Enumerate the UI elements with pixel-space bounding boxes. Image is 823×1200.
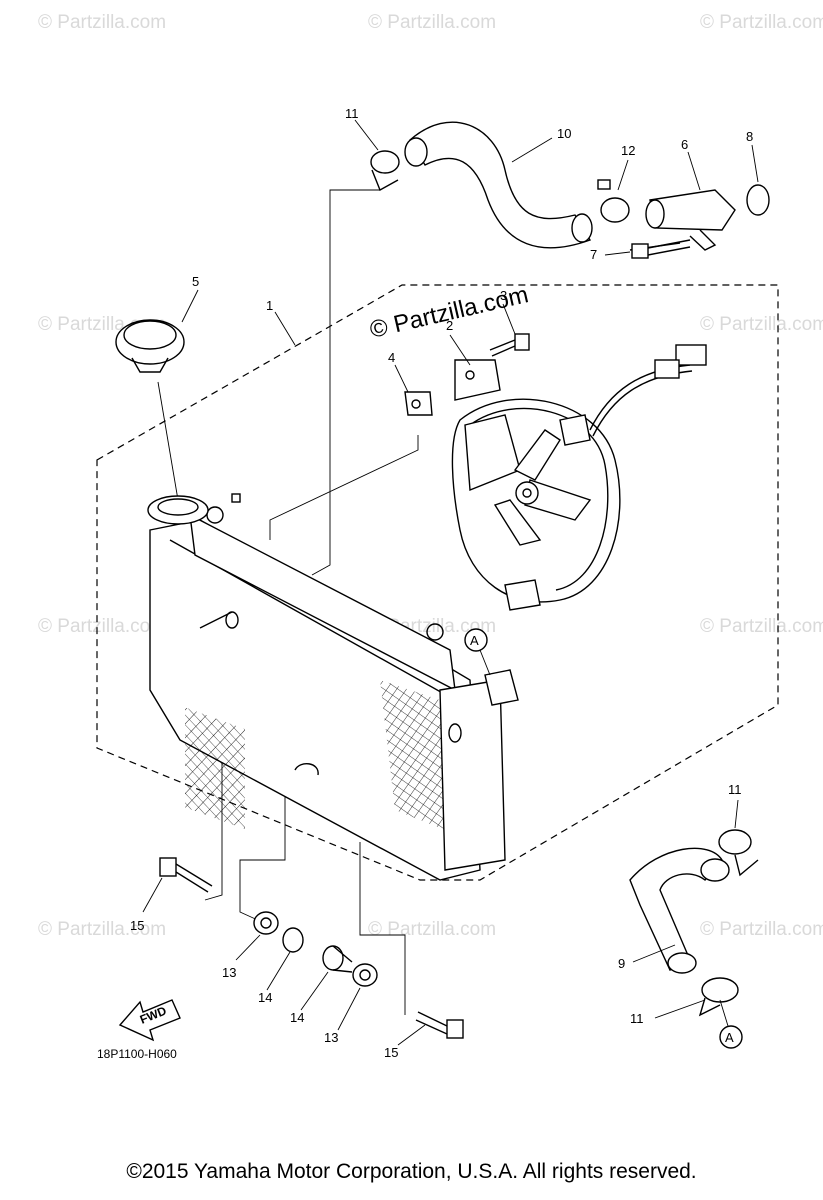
callout-12: 12 <box>621 143 635 158</box>
callout-4: 4 <box>388 350 395 365</box>
callout-13: 13 <box>324 1030 338 1045</box>
reference-marker-bottom <box>719 1025 743 1049</box>
callout-7: 7 <box>590 247 597 262</box>
callout-11: 11 <box>630 1011 644 1026</box>
watermark: © Partzilla.com <box>700 12 823 33</box>
watermark: © Partzilla.com <box>700 919 823 940</box>
watermark: © Partzilla.com <box>38 919 166 940</box>
watermark: © Partzilla.com <box>38 12 166 33</box>
callout-15: 15 <box>384 1045 398 1060</box>
callout-13: 13 <box>222 965 236 980</box>
upper-hose <box>404 121 593 249</box>
connector-lines <box>157 189 419 1015</box>
callout-10: 10 <box>557 126 571 141</box>
callout-5: 5 <box>192 274 199 289</box>
hose-clamp-lower <box>698 829 759 1017</box>
callout-14: 14 <box>290 1010 304 1025</box>
radiator-cap <box>115 319 185 373</box>
callout-labels: 11 10 12 6 8 7 5 1 2 3 4 11 9 11 15 13 1… <box>130 106 753 1060</box>
callout-8: 8 <box>746 129 753 144</box>
callout-6: 6 <box>681 137 688 152</box>
watermark: © Partzilla.com <box>368 12 496 33</box>
callout-3: 3 <box>500 288 507 303</box>
copyright-notice: ©2015 Yamaha Motor Corporation, U.S.A. A… <box>126 1160 697 1183</box>
fan-motor <box>451 344 707 611</box>
reference-markers: A A <box>464 628 743 1049</box>
fitting-assembly <box>597 179 770 259</box>
callout-11: 11 <box>345 106 359 121</box>
lower-hose <box>629 847 730 974</box>
fwd-arrow: FWD <box>118 999 181 1042</box>
callout-1: 1 <box>266 298 273 313</box>
reference-marker-label: A <box>470 633 479 648</box>
radiator-core <box>147 493 519 881</box>
hose-clamp-upper <box>370 150 400 191</box>
fan-bolts <box>404 333 530 416</box>
callout-leaders <box>142 119 759 1046</box>
reference-marker-label: A <box>725 1030 734 1045</box>
reference-marker-top <box>464 628 488 652</box>
assembly-outline <box>96 284 779 881</box>
watermark: © Partzilla.com <box>700 616 823 637</box>
callout-14: 14 <box>258 990 272 1005</box>
watermark: © Partzilla.com <box>38 616 166 637</box>
callout-2: 2 <box>446 318 453 333</box>
watermark: © Partzilla.com <box>700 314 823 335</box>
callout-15: 15 <box>130 918 144 933</box>
callout-9: 9 <box>618 956 625 971</box>
watermark: © Partzilla.com <box>368 919 496 940</box>
diagram-code: 18P1100-H060 <box>97 1047 177 1061</box>
mounting-hardware <box>159 857 464 1039</box>
callout-11: 11 <box>728 782 742 797</box>
